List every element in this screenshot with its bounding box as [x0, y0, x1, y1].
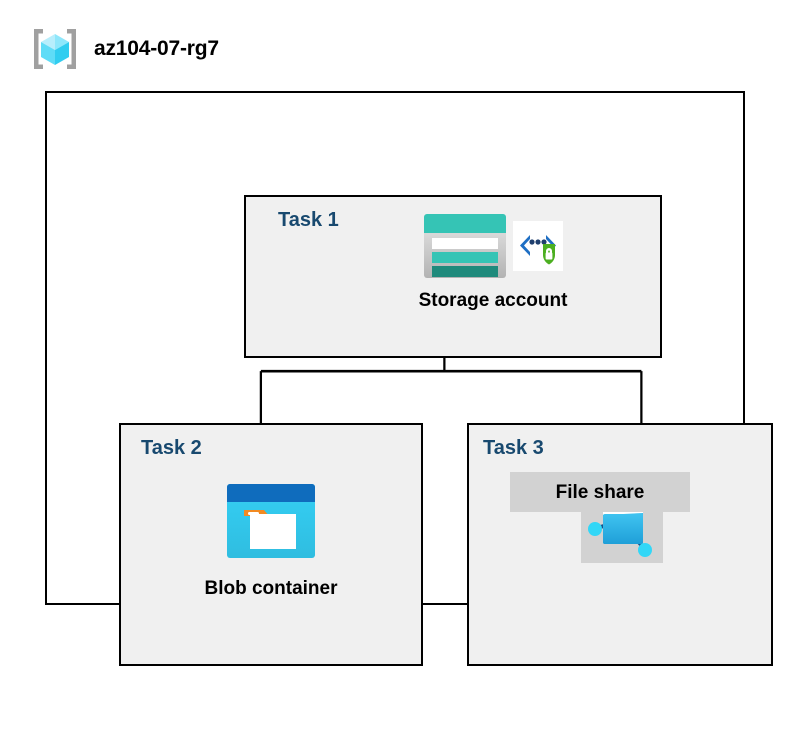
storage-account-icon	[424, 214, 506, 278]
task-1-panel: Task 1	[244, 195, 662, 358]
blob-container-icon	[227, 484, 315, 558]
task-3-label: Task 3	[483, 437, 544, 459]
blob-container-caption: Blob container	[204, 578, 338, 599]
resource-group-title: az104-07-rg7	[94, 37, 219, 60]
resource-group-header: az104-07-rg7	[30, 26, 219, 72]
blob-container-node[interactable]: Blob container	[181, 483, 361, 598]
file-share-caption-highlight: File share	[510, 472, 690, 512]
storage-account-icon-row	[423, 210, 563, 282]
storage-account-caption: Storage account	[418, 290, 568, 311]
task-1-label: Task 1	[278, 209, 339, 231]
task-2-label: Task 2	[141, 437, 202, 459]
task-2-panel: Task 2 Blob container	[119, 423, 423, 666]
task-3-panel: Task 3	[467, 423, 773, 666]
resource-group-boundary: Task 1	[45, 91, 773, 666]
file-share-caption: File share	[555, 481, 645, 503]
storage-account-node[interactable]: Storage account	[398, 210, 588, 310]
secure-endpoint-shield-icon	[513, 221, 563, 271]
resource-group-icon	[34, 29, 76, 69]
